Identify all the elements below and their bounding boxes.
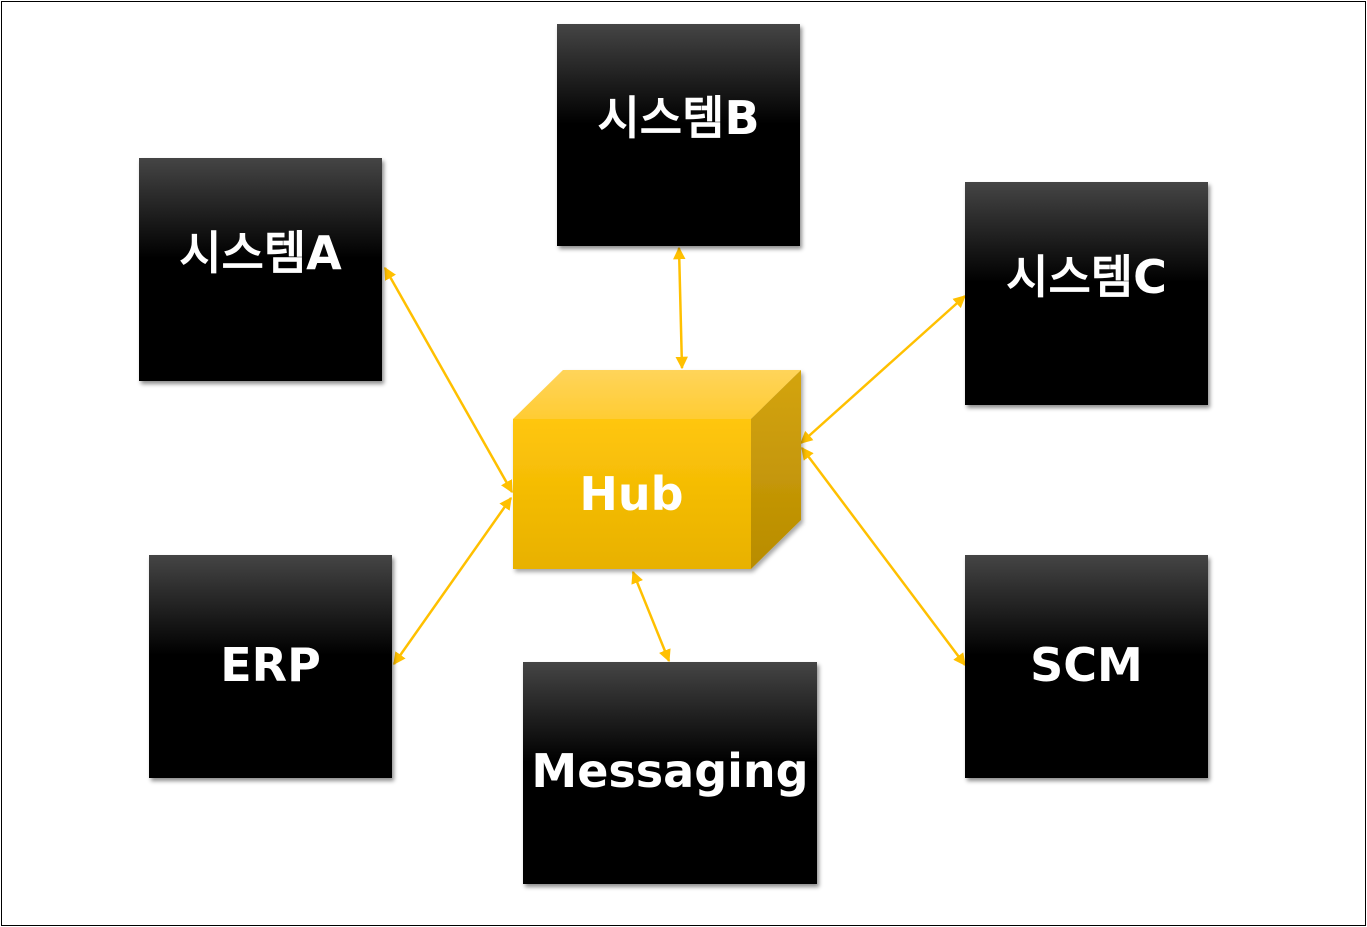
node-messaging-label: Messaging — [531, 744, 809, 798]
node-system-c-label: 시스템C — [1006, 249, 1167, 304]
hub-label: Hub — [579, 467, 684, 521]
node-system-c: 시스템C — [965, 182, 1208, 405]
node-erp: ERP — [149, 555, 392, 778]
node-system-b: 시스템B — [557, 24, 800, 246]
node-messaging: Messaging — [523, 662, 817, 884]
node-scm: SCM — [965, 555, 1208, 778]
node-system-a: 시스템A — [139, 158, 382, 381]
node-system-a-label: 시스템A — [179, 225, 342, 280]
node-scm-label: SCM — [1030, 637, 1143, 692]
node-system-b-label: 시스템B — [597, 91, 760, 145]
node-erp-label: ERP — [220, 637, 321, 692]
